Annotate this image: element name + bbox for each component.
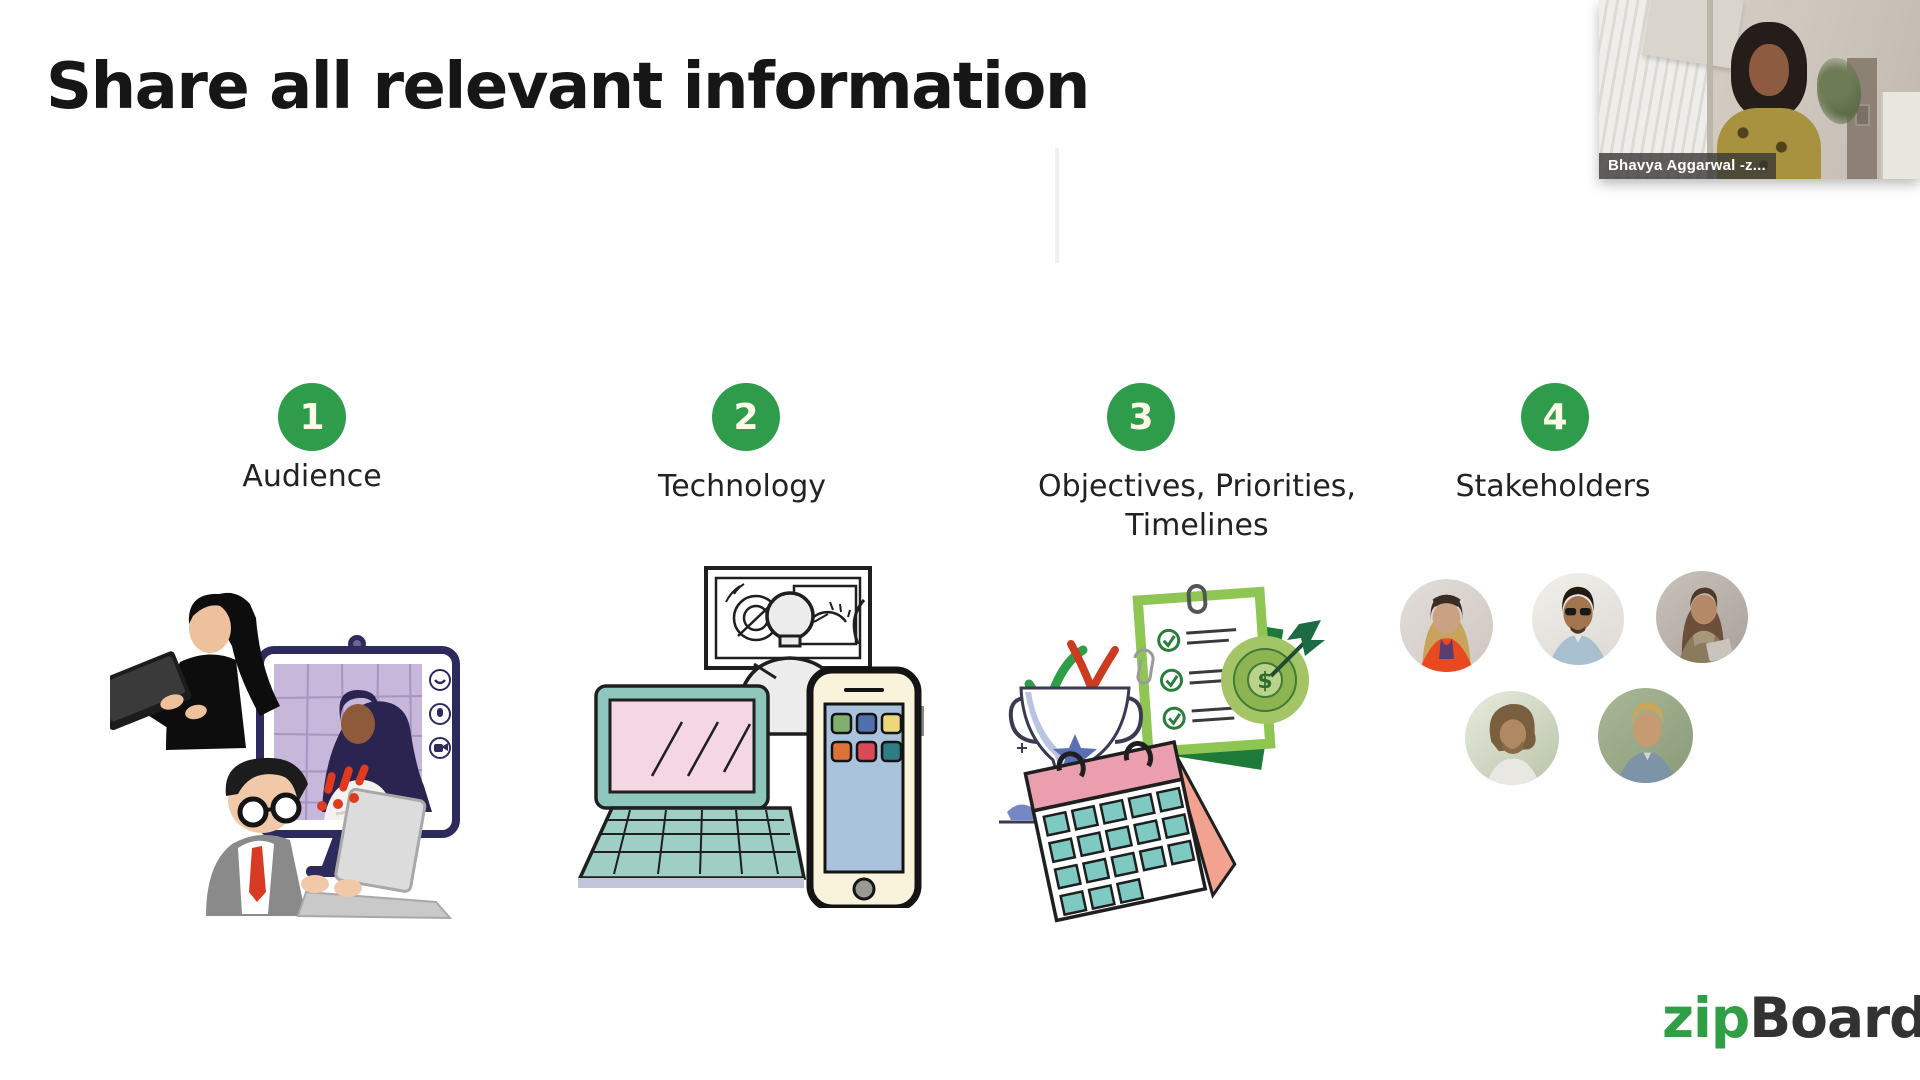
step-label-objectives-line2: Timelines <box>1125 508 1269 543</box>
svg-text:$: $ <box>1257 669 1272 694</box>
dollar-target-icon: $ <box>1221 620 1325 724</box>
objectives-illustration: $ <box>999 584 1325 923</box>
webcam-window-frame <box>1707 0 1713 179</box>
avatar-woman-scarf-tablet <box>1656 571 1748 663</box>
technology-illustration <box>578 566 924 908</box>
avatar-2-graphic <box>1548 586 1608 665</box>
step-circle-3: 3 <box>1107 383 1175 451</box>
avatar-blond-man-blue-shirt <box>1598 688 1693 783</box>
webcam-video-tile[interactable]: Bhavya Aggarwal -z... <box>1599 0 1920 179</box>
step-circle-2: 2 <box>712 383 780 451</box>
avatar-man-sunglasses-blue-shirt <box>1532 573 1624 665</box>
avatar-3-graphic <box>1678 587 1733 663</box>
webcam-cabinet <box>1881 92 1920 179</box>
step-number-4: 4 <box>1542 396 1568 438</box>
webcam-wall-art <box>1855 104 1870 126</box>
slide-title: Share all relevant information <box>46 50 1090 124</box>
avatar-1-graphic <box>1418 594 1475 672</box>
avatar-man-curly-hair-beard <box>1465 691 1559 785</box>
text-cursor-artifact <box>1055 148 1059 263</box>
step-circle-4: 4 <box>1521 383 1589 451</box>
step-number-3: 3 <box>1128 396 1154 438</box>
step-label-technology: Technology <box>657 469 827 504</box>
audience-illustration <box>110 592 460 920</box>
calendar-icon <box>1023 740 1237 923</box>
man-writing-laptop-icon <box>206 757 453 920</box>
zipboard-logo-board: Board <box>1749 986 1920 1050</box>
step-number-1: 1 <box>299 396 325 438</box>
step-label-audience: Audience <box>242 459 382 494</box>
avatar-4-graphic <box>1485 704 1541 785</box>
step-number-2: 2 <box>733 396 759 438</box>
step-label-objectives-line1: Objectives, Priorities, <box>1038 469 1356 504</box>
avatar-5-graphic <box>1617 702 1677 783</box>
laptop-icon <box>578 684 807 888</box>
avatar-blonde-woman-orange-top <box>1400 579 1493 672</box>
webcam-speaker-face <box>1749 44 1789 96</box>
smartphone-icon <box>806 666 924 908</box>
step-circle-1: 1 <box>278 383 346 451</box>
webcam-plant <box>1817 58 1861 124</box>
zipboard-logo-zip: zip <box>1662 986 1750 1050</box>
woman-with-laptop-icon <box>110 592 280 750</box>
participant-name-label: Bhavya Aggarwal -z... <box>1599 153 1776 179</box>
step-label-stakeholders: Stakeholders <box>1455 469 1651 504</box>
step-label-objectives: Objectives, Priorities, Timelines <box>1027 467 1367 545</box>
zipboard-logo: zipBoard <box>1662 986 1920 1050</box>
